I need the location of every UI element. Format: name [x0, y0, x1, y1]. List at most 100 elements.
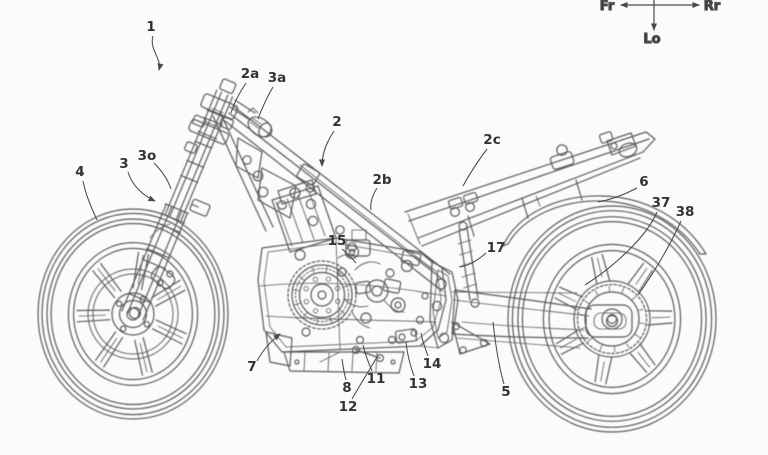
handlebar-stroke [249, 121, 259, 129]
front-wheel-stroke [100, 262, 122, 292]
rear-wheel-stroke [637, 351, 650, 368]
frame-stroke [305, 198, 317, 210]
engine-stroke [355, 280, 372, 295]
frame-stroke [296, 163, 321, 186]
handlebar-stroke [234, 99, 256, 114]
engine-stroke [351, 229, 367, 241]
reference-label-11: 11 [367, 371, 386, 387]
seat-rail-stroke [417, 151, 644, 239]
engine-stroke [419, 251, 433, 263]
swingarm-stroke [593, 312, 627, 330]
rear-wheel-stroke [625, 342, 630, 348]
engine-stroke [259, 282, 447, 297]
front-wheel-stroke [37, 208, 229, 420]
leader-line-2 [319, 130, 335, 167]
front-fork-stroke [160, 212, 185, 224]
front-wheel-stroke [119, 325, 127, 332]
front-fork-stroke [166, 270, 174, 278]
rear-wheel-stroke [629, 352, 648, 373]
seat-rail-stroke [421, 157, 641, 247]
rear-wheel-stroke [558, 286, 583, 298]
swingarm-stroke [451, 291, 578, 294]
front-fork-stroke [149, 223, 171, 239]
frame-stroke [307, 215, 319, 227]
engine-stroke [263, 242, 442, 348]
reference-label-3: 3 [119, 156, 128, 172]
front-fork-stroke [156, 279, 164, 287]
frame-stroke [219, 111, 274, 228]
engine-stroke [299, 276, 305, 281]
swingarm-stroke [451, 333, 589, 339]
seat-rail-stroke [618, 142, 638, 158]
engine-stroke [319, 351, 341, 363]
engine-stroke [308, 191, 326, 237]
engine-stroke [311, 267, 315, 274]
engine-stroke [295, 268, 349, 322]
engine-stroke [410, 329, 418, 337]
engine-stroke [337, 267, 347, 277]
rear-wheel-stroke [587, 337, 593, 343]
leader-line-12 [351, 356, 378, 400]
leader-line-2c [462, 148, 488, 187]
rear-wheel-stroke [646, 322, 673, 326]
leader-line-2a [230, 82, 247, 114]
frame-stroke [242, 155, 252, 165]
frame-stroke [431, 300, 443, 312]
engine-stroke [257, 237, 447, 353]
swingarm-stroke [455, 337, 581, 349]
rear-wheel-stroke [605, 357, 613, 385]
frame-stroke [257, 186, 269, 198]
engine-stroke [415, 315, 425, 325]
engine-stroke [383, 299, 405, 313]
engine-stroke [337, 253, 357, 259]
engine-stroke [421, 292, 429, 300]
engine-stroke [390, 359, 396, 365]
reference-label-3o: 3o [138, 148, 157, 164]
leader-line-13 [405, 341, 415, 377]
leader-line-1 [151, 35, 164, 71]
front-wheel-stroke [103, 337, 124, 368]
frame-stroke [451, 321, 491, 355]
engine-stroke [294, 249, 306, 261]
front-fork-stroke [219, 78, 237, 94]
rear-wheel-stroke [521, 221, 703, 418]
front-fork-stroke [164, 203, 189, 214]
patent-figure-stroke-stroke [37, 78, 717, 433]
front-fork-stroke [128, 306, 142, 320]
engine-stroke [382, 278, 402, 294]
frame-stroke [438, 332, 450, 344]
reference-label-17: 17 [487, 240, 506, 256]
seat-rail-stroke [450, 207, 461, 218]
rear-wheel-stroke [584, 300, 590, 304]
leader-line-7 [256, 333, 281, 362]
engine-stroke [317, 290, 327, 300]
front-wheel-stroke [87, 268, 179, 360]
front-wheel-stroke [72, 247, 194, 381]
engine-stroke [291, 264, 353, 326]
front-wheel-stroke [92, 273, 174, 355]
frame-stroke [452, 322, 461, 331]
engine-stroke [325, 276, 331, 282]
swingarm-stroke [461, 321, 585, 331]
front-fork-stroke [194, 140, 213, 149]
rear-wheel-stroke [627, 262, 645, 285]
rear-wheel-stroke [639, 322, 646, 324]
engine-stroke [301, 327, 311, 337]
reference-label-2b: 2b [372, 172, 391, 188]
engine-stroke [351, 311, 371, 329]
engine-stroke [385, 268, 395, 278]
front-fork-stroke [188, 118, 230, 145]
front-wheel-stroke [46, 218, 220, 410]
rear-wheel-stroke [639, 343, 656, 366]
engine-stroke [355, 335, 365, 345]
leader-line-4 [82, 180, 98, 221]
seat-rail-stroke [575, 179, 583, 201]
engine-stroke [343, 284, 350, 288]
rear-shock-stroke [461, 272, 476, 278]
reference-label-4: 4 [75, 164, 84, 180]
frame-stroke [335, 225, 345, 235]
front-wheel [37, 208, 229, 420]
engine-stroke [289, 187, 301, 199]
front-wheel-stroke [67, 242, 199, 387]
